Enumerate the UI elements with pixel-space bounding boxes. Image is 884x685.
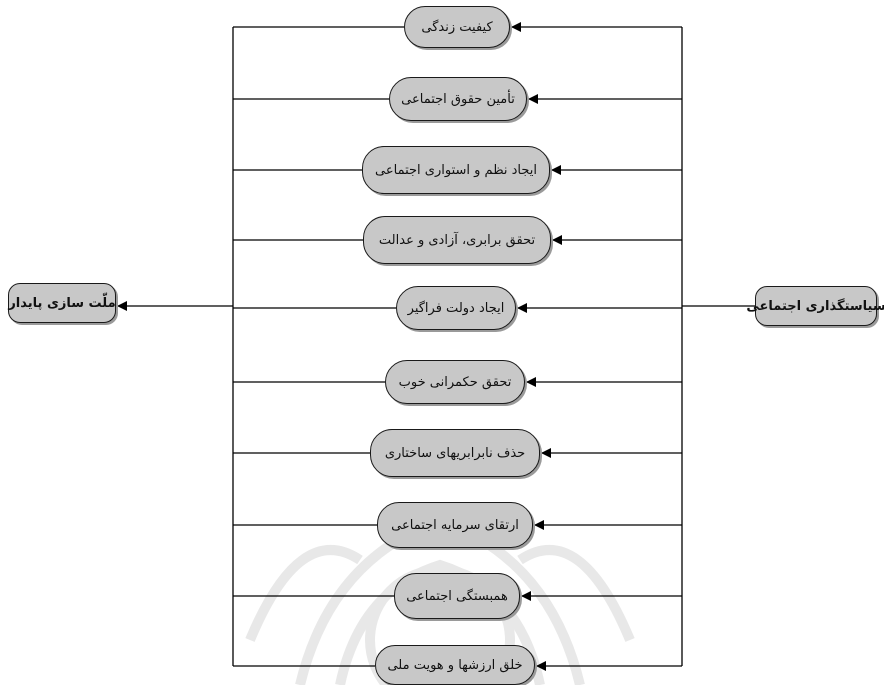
step-node-equality-freedom-justice: تحقق برابری، آزادی و عدالت	[363, 216, 551, 264]
step-node-quality-of-life: کیفیت زندگی	[404, 6, 510, 48]
step-node-values-national-identity: خلق ارزشها و هویت ملی	[375, 645, 535, 685]
connector-lines	[117, 22, 755, 671]
step-node-good-governance: تحقق حکمرانی خوب	[385, 360, 525, 404]
step-node-social-order: ایجاد نظم و استواری اجتماعی	[362, 146, 550, 194]
source-node-social-policymaking: سیاستگذاری اجتماعی	[746, 286, 884, 326]
step-node-social-solidarity: همبستگی اجتماعی	[394, 573, 520, 619]
target-node-sustainable-nation-building: ملّت سازی پایدار	[8, 283, 116, 323]
step-node-structural-inequalities: حذف نابرابریهای ساختاری	[370, 429, 540, 477]
step-node-social-rights: تأمین حقوق اجتماعی	[389, 77, 527, 121]
step-node-social-capital: ارتقای سرمایه اجتماعی	[377, 502, 533, 548]
step-node-inclusive-state: ایجاد دولت فراگیر	[396, 286, 516, 330]
